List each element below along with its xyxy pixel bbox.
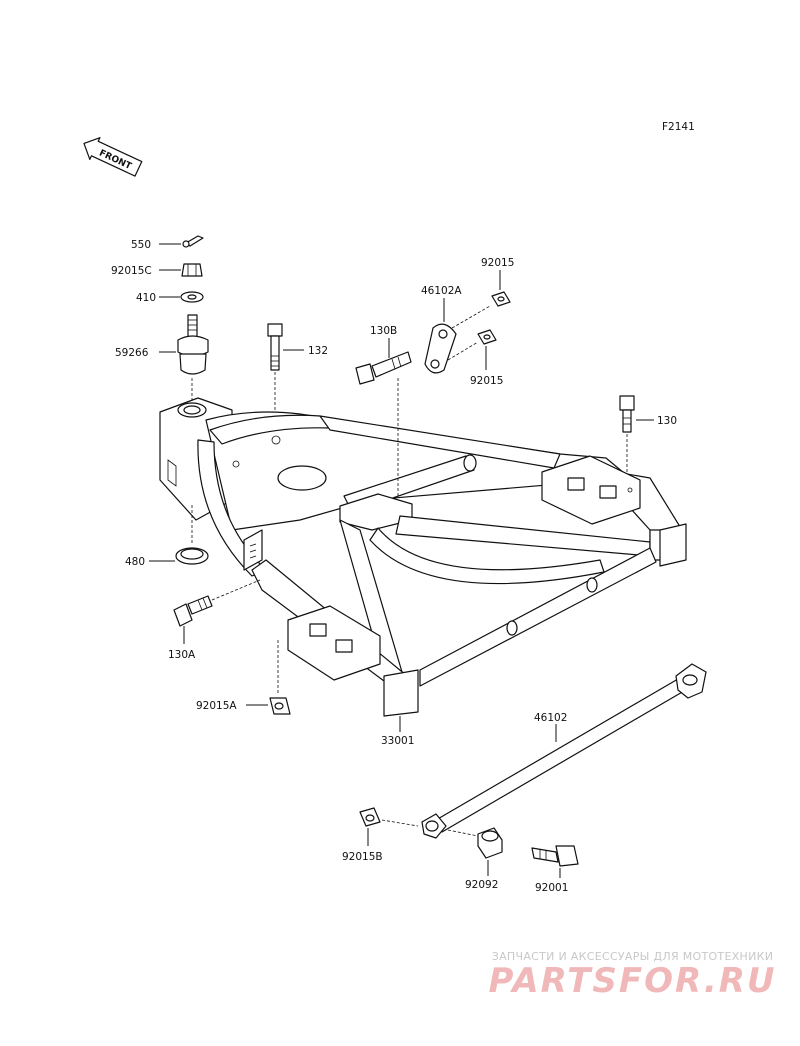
castle-nut-part xyxy=(181,263,203,277)
label-92015B: 92015B xyxy=(342,851,383,863)
snap-ring-part xyxy=(175,547,209,565)
label-130: 130 xyxy=(657,415,677,427)
cotter-pin-part xyxy=(182,235,204,248)
label-92015-top: 92015 xyxy=(481,257,514,269)
washer-part xyxy=(180,291,204,303)
watermark-logo: PARTSFOR.RU xyxy=(488,961,777,1001)
bolt-92001-part xyxy=(531,845,579,867)
main-frame-part xyxy=(159,397,687,717)
figure-code: F2141 xyxy=(662,121,695,133)
label-410: 410 xyxy=(136,292,156,304)
label-132: 132 xyxy=(308,345,328,357)
watermark: ЗАПЧАСТИ И АКСЕССУАРЫ ДЛЯ МОТОТЕХНИКИ PA… xyxy=(480,950,785,999)
link-plate-part xyxy=(424,323,457,374)
ball-joint-part xyxy=(177,314,209,375)
watermark-tagline: ЗАПЧАСТИ И АКСЕССУАРЫ ДЛЯ МОТОТЕХНИКИ xyxy=(491,950,774,963)
label-130B: 130B xyxy=(370,325,397,337)
bolt-130A-part xyxy=(173,595,213,627)
nut-92015B-part xyxy=(359,807,381,827)
label-92015A: 92015A xyxy=(196,700,237,712)
bolt-132-part xyxy=(267,323,283,371)
nut-92015-mid-part xyxy=(477,329,497,345)
label-550: 550 xyxy=(131,239,151,251)
label-480: 480 xyxy=(125,556,145,568)
label-92015-mid: 92015 xyxy=(470,375,503,387)
label-130A: 130A xyxy=(168,649,196,661)
label-92015C: 92015C xyxy=(111,265,152,277)
label-59266: 59266 xyxy=(115,347,149,359)
bolt-130-part xyxy=(619,395,635,433)
nut-92015-top-part xyxy=(491,291,511,307)
label-33001: 33001 xyxy=(381,735,414,747)
collar-part xyxy=(477,827,503,859)
bolt-130B-part xyxy=(355,351,412,385)
label-92092: 92092 xyxy=(465,879,498,891)
label-92001: 92001 xyxy=(535,882,568,894)
nut-92015A-part xyxy=(269,697,291,715)
label-46102A: 46102A xyxy=(421,285,462,297)
front-arrow-icon: FRONT xyxy=(83,137,143,177)
tie-rod-part xyxy=(421,663,707,839)
label-46102: 46102 xyxy=(534,712,567,724)
